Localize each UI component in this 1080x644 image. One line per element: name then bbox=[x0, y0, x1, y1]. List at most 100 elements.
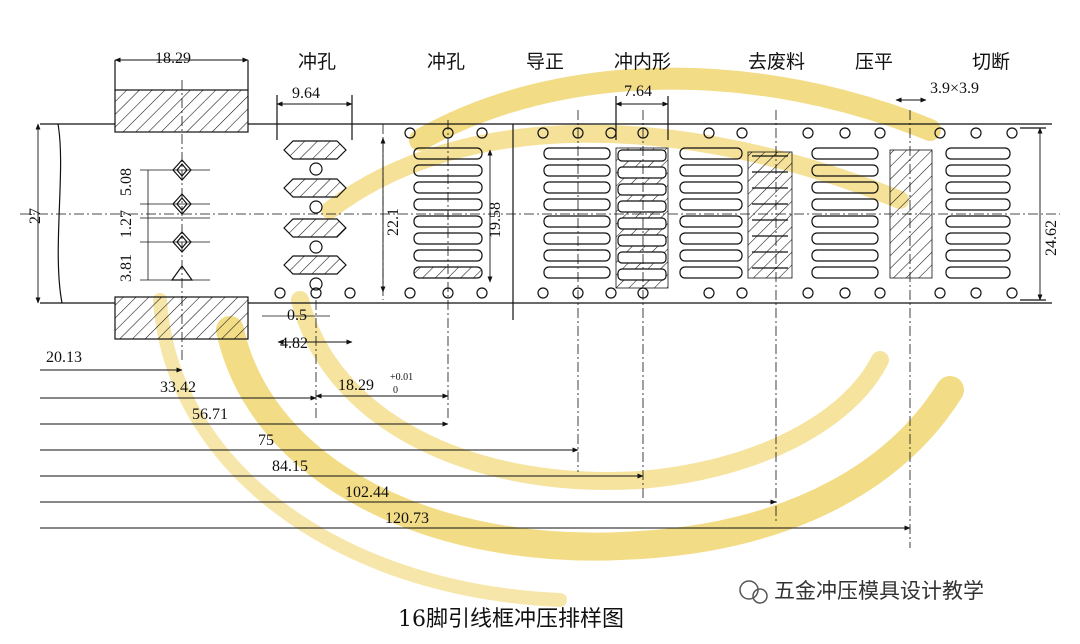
station7-slot-7 bbox=[945, 266, 1011, 279]
pin-diamond-0 bbox=[172, 159, 192, 181]
station2-pilot-0 bbox=[404, 127, 416, 139]
dim-station1-width: 9.64 bbox=[292, 85, 320, 102]
datum-dim-1: 20.13 bbox=[46, 349, 82, 366]
dim-pin-gap: 1.27 bbox=[118, 210, 135, 238]
station7-slot-1 bbox=[945, 164, 1011, 177]
die-block-bottom bbox=[114, 296, 249, 340]
station6-slot-4 bbox=[811, 215, 879, 228]
station-label-2: 冲孔 bbox=[427, 51, 465, 73]
station3-pilot-3 bbox=[537, 287, 549, 299]
station-label-7: 切断 bbox=[972, 51, 1010, 73]
station6-pilot-1 bbox=[839, 127, 851, 139]
station3-slot-5 bbox=[543, 232, 611, 245]
station5-slot-5 bbox=[679, 232, 743, 245]
station5-slot-2 bbox=[679, 181, 743, 194]
station5-center-block bbox=[747, 151, 793, 279]
station1-pilot-1 bbox=[310, 287, 322, 299]
wechat-icon-small bbox=[752, 588, 768, 604]
slot-shape-2 bbox=[283, 218, 347, 238]
station5-pilot-2 bbox=[703, 287, 715, 299]
station5-pilot-3 bbox=[736, 287, 748, 299]
station4-slot-5 bbox=[617, 234, 667, 247]
station3-slot-3 bbox=[543, 198, 611, 211]
station7-pilot-4 bbox=[970, 287, 982, 299]
drawing-geometry bbox=[20, 57, 1060, 548]
watermark-badge: 五金冲压模具设计教学 bbox=[739, 579, 984, 604]
pin-diamond-inner-1 bbox=[176, 197, 188, 211]
station6-slot-0 bbox=[811, 147, 879, 160]
station4-slot-4 bbox=[617, 217, 667, 230]
watermark-logo bbox=[153, 67, 964, 607]
datum-dimension-labels: 20.13 33.42 56.71 75 84.15 102.44 120.73 bbox=[46, 349, 429, 527]
dim-inner-span: 19.58 bbox=[487, 202, 504, 238]
station4-slot-7 bbox=[617, 268, 667, 281]
station7-slot-0 bbox=[945, 147, 1011, 160]
dim-pitch-tolerance: 18.29 bbox=[338, 377, 374, 394]
station5-pilot-0 bbox=[703, 127, 715, 139]
station6-pilot-0 bbox=[802, 127, 814, 139]
station6-slot-6 bbox=[811, 249, 879, 262]
station7-slot-3 bbox=[945, 198, 1011, 211]
station3-slot-4 bbox=[543, 215, 611, 228]
station7-pilot-3 bbox=[934, 287, 946, 299]
station7-slot-2 bbox=[945, 181, 1011, 194]
station2-pilot-2 bbox=[476, 127, 488, 139]
station3-pilot-5 bbox=[605, 287, 617, 299]
slot-shape-0 bbox=[283, 140, 347, 160]
station1-pilot-2 bbox=[344, 287, 356, 299]
slot-shape-3 bbox=[283, 255, 347, 275]
station3-slot-7 bbox=[543, 266, 611, 279]
station6-slot-3 bbox=[811, 198, 879, 211]
dim-pitch-tolerance-upper: +0.01 bbox=[390, 372, 413, 383]
slot-hole-0 bbox=[309, 162, 323, 176]
station5-pilot-1 bbox=[736, 127, 748, 139]
pin-diamond-1 bbox=[172, 193, 192, 215]
dim-pin-end: 3.81 bbox=[118, 254, 135, 282]
station6-pilot-5 bbox=[874, 287, 886, 299]
station-labels: 冲孔 冲孔 导正 冲内形 去废料 压平 切断 bbox=[298, 51, 1010, 73]
slot-hole-1 bbox=[309, 200, 323, 214]
datum-dim-6: 102.44 bbox=[345, 484, 389, 501]
datum-dim-3: 56.71 bbox=[192, 406, 228, 423]
station4-slot-1 bbox=[617, 166, 667, 179]
station2-pilot-5 bbox=[476, 287, 488, 299]
station3-pilot-0 bbox=[537, 127, 549, 139]
dim-pitch: 18.29 bbox=[155, 50, 191, 67]
dim-strip-width: 27 bbox=[27, 208, 44, 224]
station5-slot-0 bbox=[679, 147, 743, 160]
station2-pilot-3 bbox=[404, 287, 416, 299]
pin-diamond-inner-0 bbox=[176, 163, 188, 177]
station7-slot-5 bbox=[945, 232, 1011, 245]
strip-break-line bbox=[57, 123, 63, 304]
station-label-3: 导正 bbox=[526, 51, 564, 73]
station5-slot-1 bbox=[679, 164, 743, 177]
dim-frame-height: 24.62 bbox=[1043, 220, 1060, 256]
watermark-text: 五金冲压模具设计教学 bbox=[774, 579, 984, 603]
station5-slot-4 bbox=[679, 215, 743, 228]
station6-pilot-2 bbox=[874, 127, 886, 139]
station3-slot-0 bbox=[543, 147, 611, 160]
slot-hole-2 bbox=[309, 240, 323, 254]
datum-dim-7: 120.73 bbox=[385, 510, 429, 527]
station4-slot-6 bbox=[617, 251, 667, 264]
dim-pitch-tolerance-lower: 0 bbox=[393, 385, 398, 396]
dim-inner-form-width: 7.64 bbox=[624, 83, 652, 100]
station6-slot-2 bbox=[811, 181, 879, 194]
station7-slot-4 bbox=[945, 215, 1011, 228]
station5-slot-7 bbox=[679, 266, 743, 279]
station3-slot-1 bbox=[543, 164, 611, 177]
station-label-6: 压平 bbox=[855, 51, 893, 73]
station6-slot-7 bbox=[811, 266, 879, 279]
station1-pilot-0 bbox=[274, 287, 286, 299]
station6-center-block bbox=[889, 149, 933, 279]
station4-slot-2 bbox=[617, 183, 667, 196]
dim-slot-gap: 0.5 bbox=[287, 307, 307, 324]
station7-pilot-1 bbox=[970, 127, 982, 139]
datum-dim-2: 33.42 bbox=[160, 379, 196, 396]
datum-dim-4: 75 bbox=[258, 432, 274, 449]
station6-pilot-4 bbox=[839, 287, 851, 299]
station4-slot-3 bbox=[617, 200, 667, 213]
station7-slot-6 bbox=[945, 249, 1011, 262]
